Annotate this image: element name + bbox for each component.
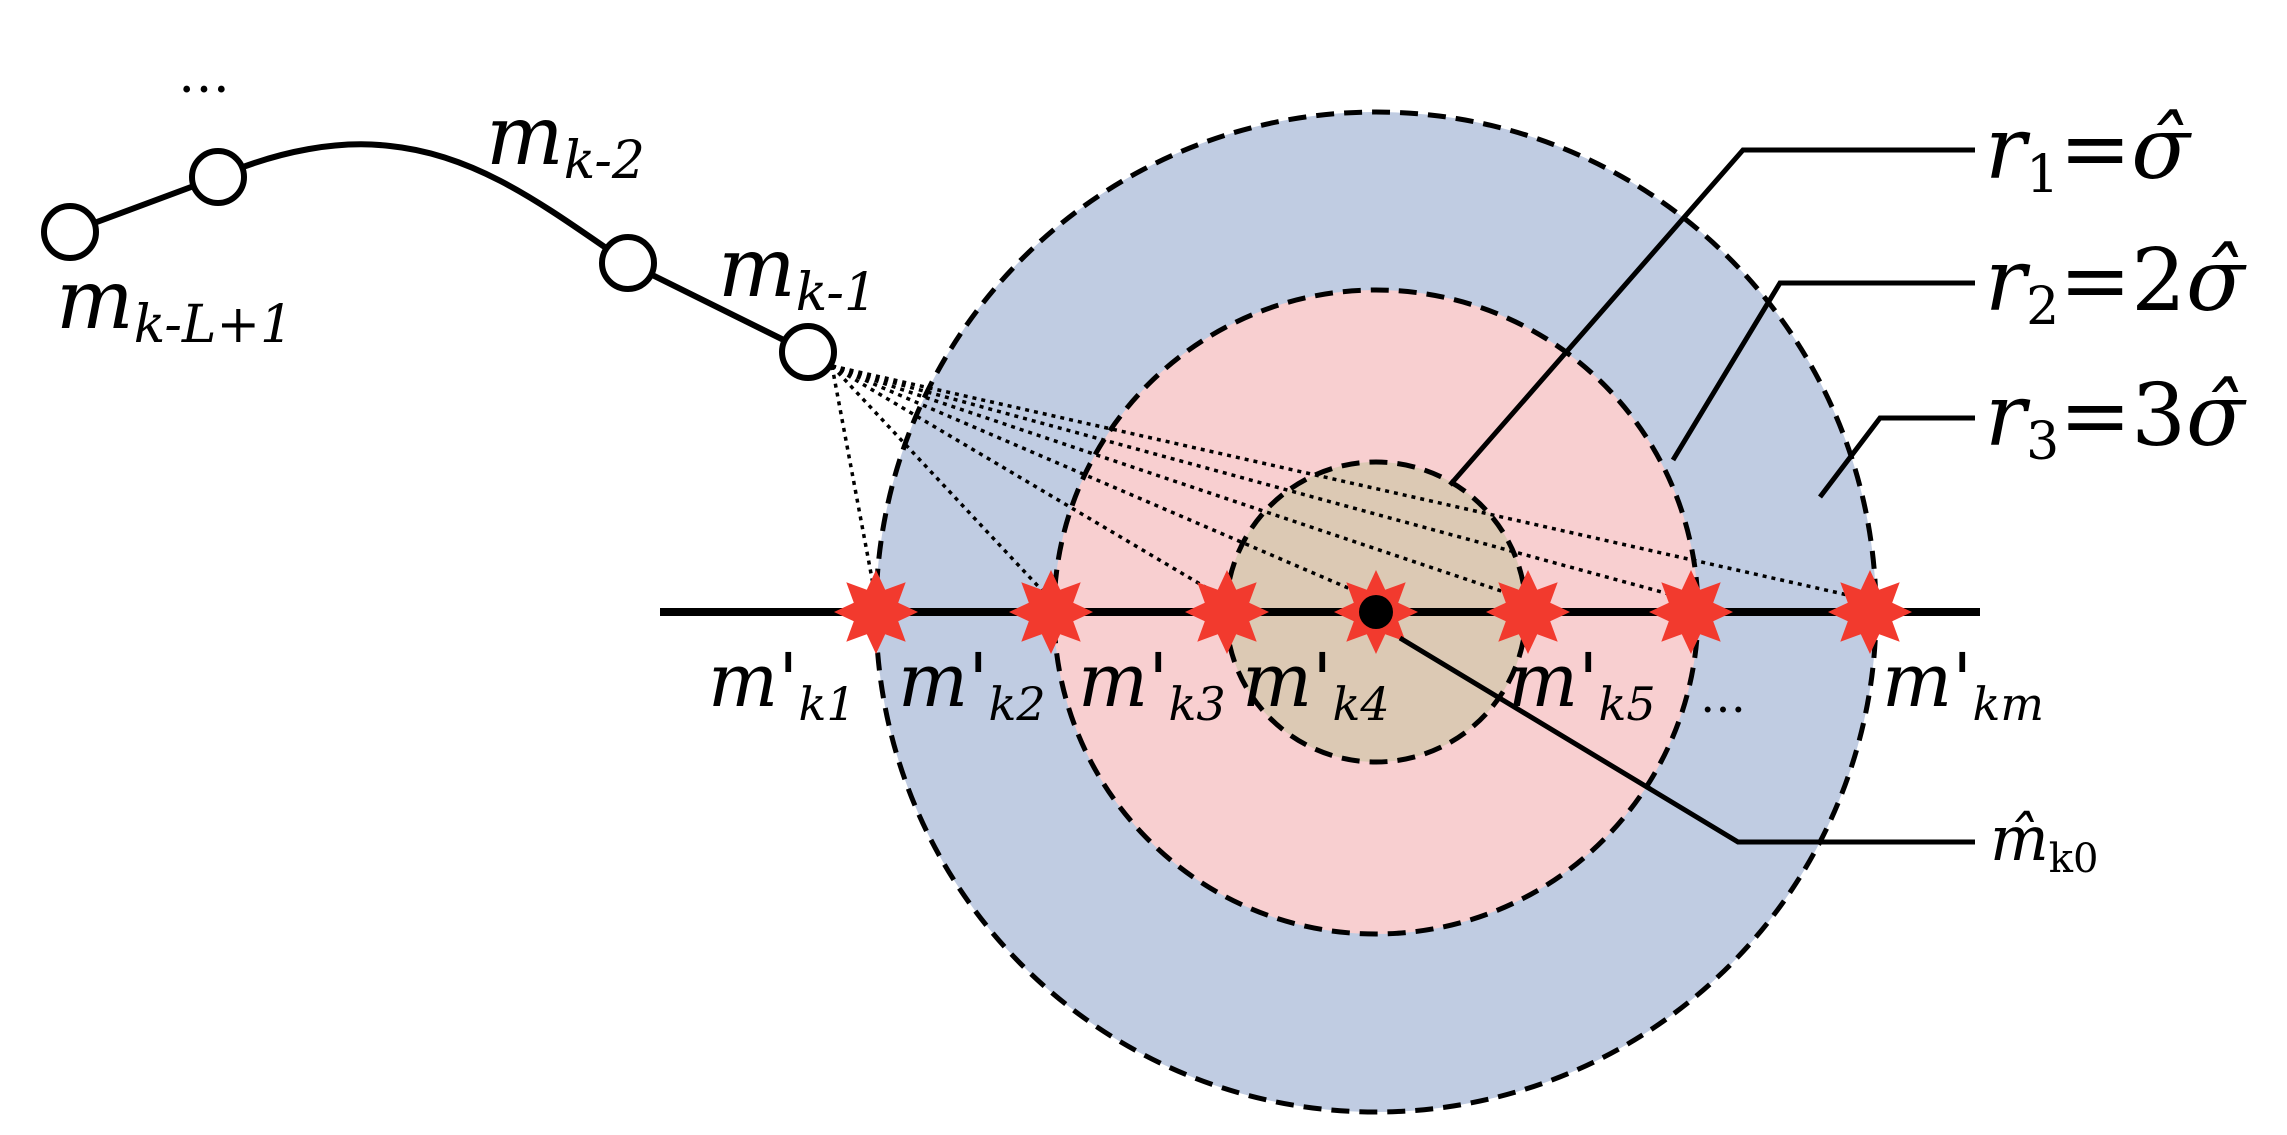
leader-center bbox=[1398, 635, 1975, 845]
candidate-star-k1 bbox=[834, 570, 918, 654]
leader-r1 bbox=[1448, 147, 1975, 487]
label-m-k2: mk-2 bbox=[486, 89, 645, 191]
label-cand-k5: m'k5 bbox=[1508, 638, 1656, 731]
candidate-star-k6 bbox=[1649, 570, 1733, 654]
track-point-2 bbox=[189, 148, 247, 206]
leader-lines bbox=[1398, 147, 1975, 845]
association-lines bbox=[830, 364, 1871, 602]
assoc-line-k6 bbox=[831, 364, 1692, 602]
label-r3: r3=3σ̂ bbox=[1985, 366, 2247, 472]
label-m-k1: mk-1 bbox=[718, 221, 877, 323]
leader-r2 bbox=[1670, 280, 1975, 462]
assoc-line-km bbox=[831, 364, 1871, 602]
assoc-line-k1 bbox=[830, 365, 878, 601]
track-point-kL1 bbox=[41, 203, 99, 261]
candidate-star-k5 bbox=[1486, 570, 1570, 654]
label-cand-km: m'km bbox=[1882, 638, 2044, 731]
candidate-star-km bbox=[1828, 570, 1912, 654]
leader-r3 bbox=[1818, 415, 1975, 499]
label-cand-k3: m'k3 bbox=[1078, 638, 1226, 731]
label-cand-k1: m'k1 bbox=[708, 638, 856, 731]
label-m-kL1: mk-L+1 bbox=[56, 253, 293, 355]
track-ellipsis: … bbox=[178, 45, 230, 105]
label-r1: r1=σ̂ bbox=[1985, 99, 2192, 205]
label-cand-ellipsis: … bbox=[1700, 669, 1746, 723]
track bbox=[41, 141, 837, 381]
label-cand-k4: m'k4 bbox=[1242, 638, 1390, 731]
label-r2: r2=2σ̂ bbox=[1985, 231, 2247, 337]
label-center: m̂k0 bbox=[1990, 802, 2098, 882]
track-curve bbox=[68, 141, 810, 355]
center-dot bbox=[1359, 595, 1393, 629]
track-point-k1 bbox=[779, 323, 837, 381]
candidate-star-k2 bbox=[1009, 570, 1093, 654]
track-point-k2 bbox=[599, 234, 657, 292]
candidate-star-k3 bbox=[1185, 570, 1269, 654]
label-cand-k2: m'k2 bbox=[898, 638, 1046, 731]
